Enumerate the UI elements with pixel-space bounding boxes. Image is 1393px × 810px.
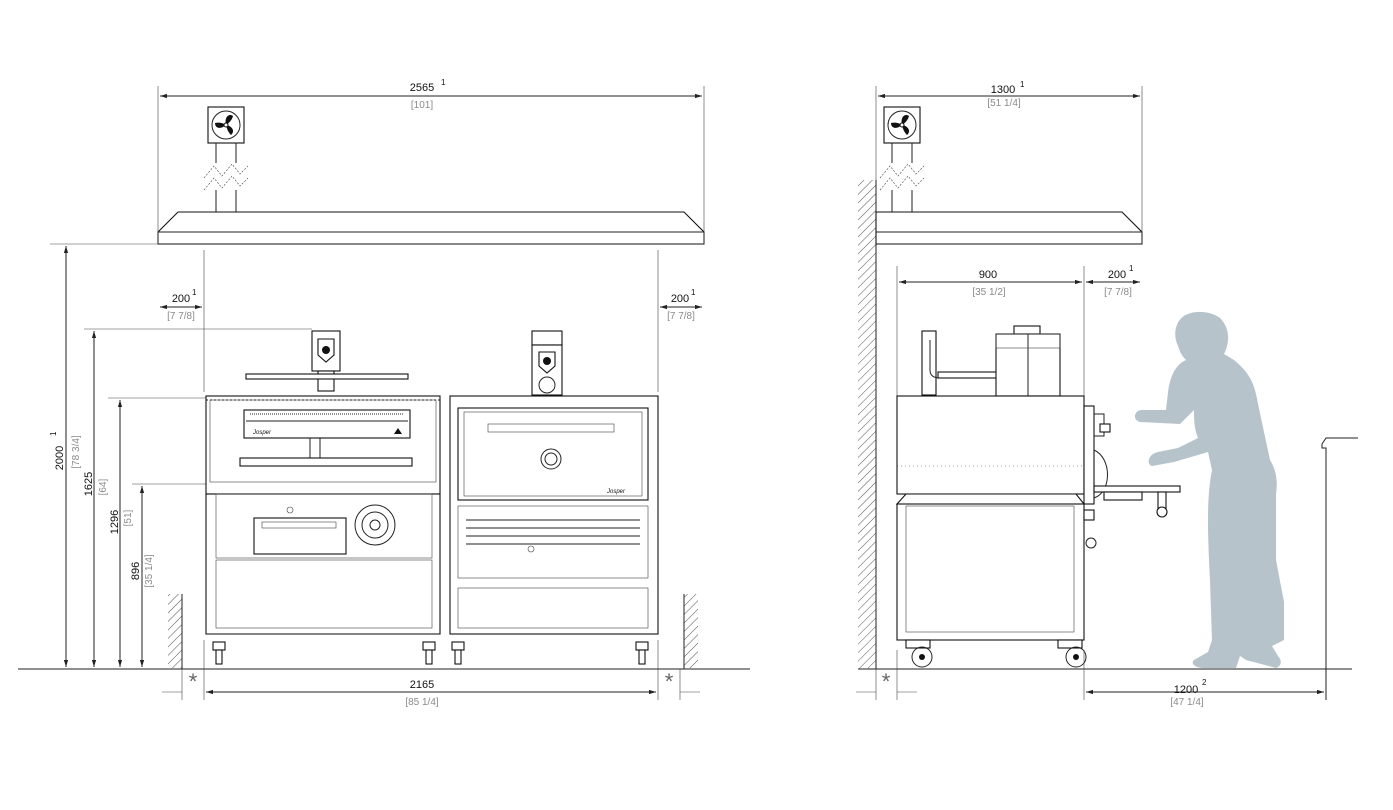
dim-height-hood-note: 1 <box>49 431 58 436</box>
dim-height-cabinet-imperial: [35 1/4] <box>144 554 155 588</box>
front-view: 2565 1 [101] 200 1 [7 7/8] 200 1 [7 7/8]… <box>18 78 750 708</box>
dim-height-hood-value: 2000 <box>54 446 66 470</box>
wall-hatch-icon <box>168 594 698 669</box>
dim-right-clearance-note: 1 <box>691 288 696 297</box>
dim-working-space-value: 1200 <box>1174 684 1198 696</box>
caster-wheel <box>1057 639 1087 668</box>
dim-front-clearance-value: 200 <box>1108 269 1126 281</box>
dim-equipment-depth-value: 900 <box>979 269 997 281</box>
dim-height-hood: 2000 1 [78 3/4] <box>49 243 158 667</box>
oven-unit: Josper <box>449 330 659 665</box>
dim-height-body-value: 1296 <box>109 510 121 534</box>
caster-wheel <box>451 641 465 665</box>
extraction-hood <box>157 211 705 245</box>
wall-hatch-icon <box>858 180 877 669</box>
caster-wheel <box>422 641 436 665</box>
clearance-marker-side: * <box>882 669 891 694</box>
dim-equipment-depth-imperial: [35 1/2] <box>972 287 1006 298</box>
dim-left-clearance-note: 1 <box>192 288 197 297</box>
dim-height-top-value: 1625 <box>83 472 95 496</box>
clearance-marker-left: * <box>189 669 198 694</box>
caster-wheel <box>212 641 226 665</box>
dim-working-space-note: 2 <box>1202 678 1207 687</box>
equipment-side <box>895 325 1181 668</box>
dim-equipment-width: 2165 [85 1/4] * * <box>162 640 700 708</box>
dim-height-hood-imperial: [78 3/4] <box>71 435 82 469</box>
dim-height-cabinet: 896 [35 1/4] <box>130 483 206 667</box>
caster-wheel <box>905 639 933 668</box>
dim-left-clearance: 200 1 [7 7/8] <box>160 250 205 392</box>
dim-overall-width-value: 2565 <box>410 82 434 94</box>
dim-left-clearance-imperial: [7 7/8] <box>167 311 195 322</box>
duct <box>203 143 249 212</box>
operator-silhouette-icon <box>1134 311 1284 668</box>
grill-unit: Josper <box>205 330 441 665</box>
dim-right-clearance: 200 1 [7 7/8] <box>657 250 702 392</box>
dim-overall-depth-imperial: [51 1/4] <box>987 98 1021 109</box>
dim-overall-width: 2565 1 [101] <box>157 78 705 244</box>
dim-overall-depth-note: 1 <box>1020 80 1025 89</box>
fan-icon <box>883 106 921 144</box>
dim-right-clearance-imperial: [7 7/8] <box>667 311 695 322</box>
dim-height-top-imperial: [64] <box>98 478 109 495</box>
caster-wheel <box>635 641 649 665</box>
clearance-marker-right: * <box>665 669 674 694</box>
dim-height-cabinet-value: 896 <box>130 562 142 580</box>
dim-equipment-depth: 900 [35 1/2] <box>896 266 1085 396</box>
dim-overall-width-imperial: [101] <box>411 100 433 111</box>
dim-overall-depth: 1300 1 [51 1/4] <box>875 80 1143 244</box>
dim-overall-width-note: 1 <box>441 78 446 87</box>
extraction-hood <box>875 211 1143 245</box>
counter-outline <box>1321 437 1358 700</box>
duct <box>879 143 925 212</box>
dim-front-clearance: 200 1 [7 7/8] <box>1086 264 1140 298</box>
fan-icon <box>207 106 245 144</box>
dim-height-top: 1625 [64] <box>83 328 312 667</box>
dim-equipment-width-imperial: [85 1/4] <box>405 697 439 708</box>
dim-height-body: 1296 [51] <box>108 397 206 667</box>
dim-equipment-width-value: 2165 <box>410 679 434 691</box>
brand-label-grill: Josper <box>252 430 272 436</box>
dim-front-clearance-note: 1 <box>1129 264 1134 273</box>
dim-working-space: * 1200 2 [47 1/4] <box>856 650 1324 708</box>
dim-front-clearance-imperial: [7 7/8] <box>1104 287 1132 298</box>
dim-working-space-imperial: [47 1/4] <box>1170 697 1204 708</box>
dim-overall-depth-value: 1300 <box>991 84 1015 96</box>
brand-label-oven: Josper <box>606 489 626 495</box>
side-view: 1300 1 [51 1/4] 900 [35 1/2] 200 1 [7 7/… <box>856 80 1358 708</box>
dim-right-clearance-value: 200 <box>671 293 689 305</box>
dim-height-body-imperial: [51] <box>123 509 134 526</box>
dim-left-clearance-value: 200 <box>172 293 190 305</box>
